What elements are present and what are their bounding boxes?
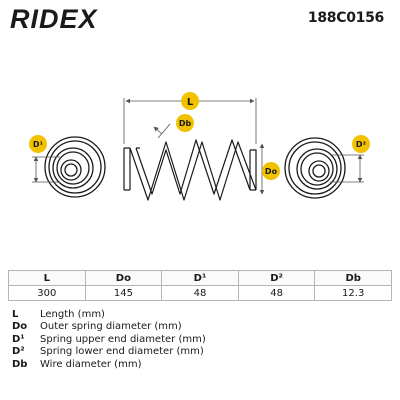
- d2-dimension: [330, 154, 364, 183]
- badge-outer-label: Do: [265, 167, 278, 176]
- legend-symbol: Db: [12, 358, 28, 370]
- badge-length: L: [181, 92, 199, 110]
- badge-lower-end-label: D²: [356, 140, 367, 149]
- spec-table-header-row: L Do D¹ D² Db: [8, 270, 392, 286]
- badge-upper-end: D¹: [29, 135, 47, 153]
- spec-value-do: 145: [84, 285, 163, 301]
- legend: L Length (mm) Do Outer spring diameter (…: [12, 308, 392, 371]
- legend-description: Wire diameter (mm): [40, 358, 142, 370]
- spring-side-view: [123, 139, 257, 201]
- spec-header-l: L: [8, 270, 86, 286]
- badge-lower-end: D²: [352, 135, 370, 153]
- spec-header-do: Do: [84, 270, 163, 286]
- legend-description: Outer spring diameter (mm): [40, 321, 182, 333]
- spec-value-db: 12.3: [314, 285, 392, 301]
- legend-item: Do Outer spring diameter (mm): [12, 321, 392, 334]
- spring-drawing: L Db Do D¹ D²: [29, 92, 370, 201]
- legend-symbol: Do: [12, 321, 28, 333]
- badge-length-label: L: [187, 97, 194, 108]
- header: RIDEX 188C0156: [0, 0, 400, 40]
- legend-description: Spring lower end diameter (mm): [40, 346, 204, 358]
- part-number: 188C0156: [307, 10, 384, 26]
- legend-description: Spring upper end diameter (mm): [40, 333, 206, 345]
- legend-symbol: L: [12, 308, 19, 320]
- spec-value-d2: 48: [237, 285, 316, 301]
- left-end-view: [44, 136, 106, 198]
- logo-text: RIDEX: [10, 4, 99, 32]
- legend-item: Db Wire diameter (mm): [12, 358, 392, 371]
- legend-description: Length (mm): [40, 308, 105, 320]
- legend-item: D¹ Spring upper end diameter (mm): [12, 333, 392, 346]
- spec-table: L Do D¹ D² Db 300 145 48 48 12.3: [8, 270, 392, 301]
- badge-wire: Db: [176, 114, 194, 132]
- db-dimension: [153, 123, 171, 139]
- spec-header-db: Db: [314, 270, 392, 286]
- badge-outer: Do: [262, 162, 280, 180]
- d1-dimension: [32, 156, 60, 183]
- spec-header-d2: D²: [237, 270, 316, 286]
- spec-table-value-row: 300 145 48 48 12.3: [8, 285, 392, 301]
- legend-symbol: D¹: [12, 333, 25, 345]
- right-end-view: [284, 137, 346, 199]
- ridex-logo: RIDEX: [10, 4, 99, 32]
- spec-value-l: 300: [8, 285, 86, 301]
- spec-value-d1: 48: [161, 285, 239, 301]
- legend-item: L Length (mm): [12, 308, 392, 321]
- spec-header-d1: D¹: [161, 270, 239, 286]
- badge-wire-label: Db: [179, 119, 192, 128]
- legend-item: D² Spring lower end diameter (mm): [12, 346, 392, 359]
- badge-upper-end-label: D¹: [33, 140, 44, 149]
- legend-symbol: D²: [12, 346, 25, 358]
